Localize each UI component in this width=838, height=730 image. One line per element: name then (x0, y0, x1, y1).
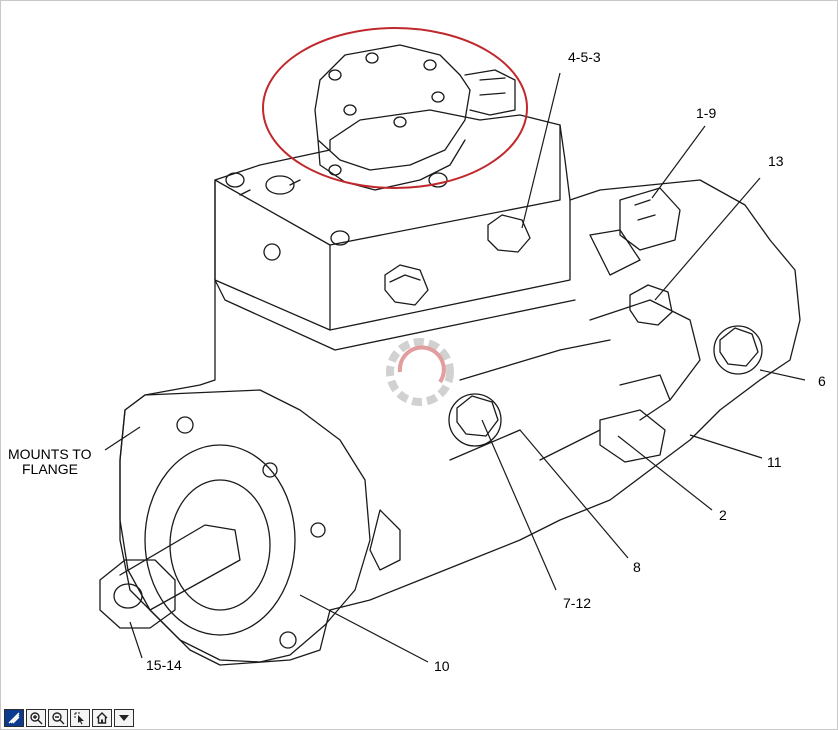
callout-1-9: 1-9 (696, 105, 716, 121)
zoom-in-button[interactable] (26, 709, 46, 727)
watermark-logo (386, 338, 454, 406)
dropdown-button[interactable] (114, 709, 134, 727)
callout-11: 11 (767, 454, 782, 470)
callout-6: 6 (818, 373, 826, 389)
callout-mounts-line1: MOUNTS TO (8, 446, 92, 462)
drive-shaft (99, 444, 296, 636)
select-icon (74, 712, 84, 725)
leader-7-12 (481, 419, 557, 591)
callout-2: 2 (719, 507, 727, 523)
sensor-connector (589, 187, 681, 276)
leader-11 (689, 434, 763, 459)
callout-4-5-3: 4-5-3 (568, 49, 601, 65)
bolt-13 (629, 284, 673, 326)
fitting-nut-1 (384, 264, 429, 306)
pump-diagram: 4-5-3 1-9 13 6 11 2 8 7-12 10 15-14 MOUN… (8, 27, 826, 674)
fitting-nut-2 (487, 214, 531, 253)
side-plug (713, 325, 763, 375)
top-block (214, 179, 331, 331)
callout-mounts-line2: FLANGE (22, 461, 78, 477)
pump-body-outline (119, 109, 801, 666)
leader-6 (759, 369, 806, 381)
leader-13 (654, 177, 761, 301)
pan-button[interactable] (4, 709, 24, 727)
zoom-in-icon (30, 712, 43, 725)
select-button[interactable] (70, 709, 90, 727)
leader-15-14 (129, 621, 143, 659)
home-button[interactable] (92, 709, 112, 727)
leader-10 (299, 594, 429, 663)
pan-icon (8, 712, 20, 724)
highlight-ring (262, 27, 528, 189)
center-plug (448, 393, 502, 447)
mounting-flange (119, 389, 371, 663)
leader-8 (519, 429, 629, 559)
viewer-toolbar (4, 709, 134, 728)
zoom-out-button[interactable] (48, 709, 68, 727)
leader-1-9 (651, 125, 706, 199)
callout-15-14: 15-14 (146, 657, 182, 673)
pressure-regulator (314, 44, 516, 191)
home-icon (96, 712, 108, 724)
callout-7-12: 7-12 (563, 595, 591, 611)
leader-4-5-3 (521, 72, 561, 229)
callout-13: 13 (768, 153, 784, 169)
callout-8: 8 (633, 559, 641, 575)
callout-10: 10 (434, 658, 450, 674)
leader-mounts (104, 426, 141, 451)
zoom-out-icon (52, 712, 65, 725)
dropdown-icon (119, 715, 129, 721)
leader-2 (617, 435, 713, 511)
